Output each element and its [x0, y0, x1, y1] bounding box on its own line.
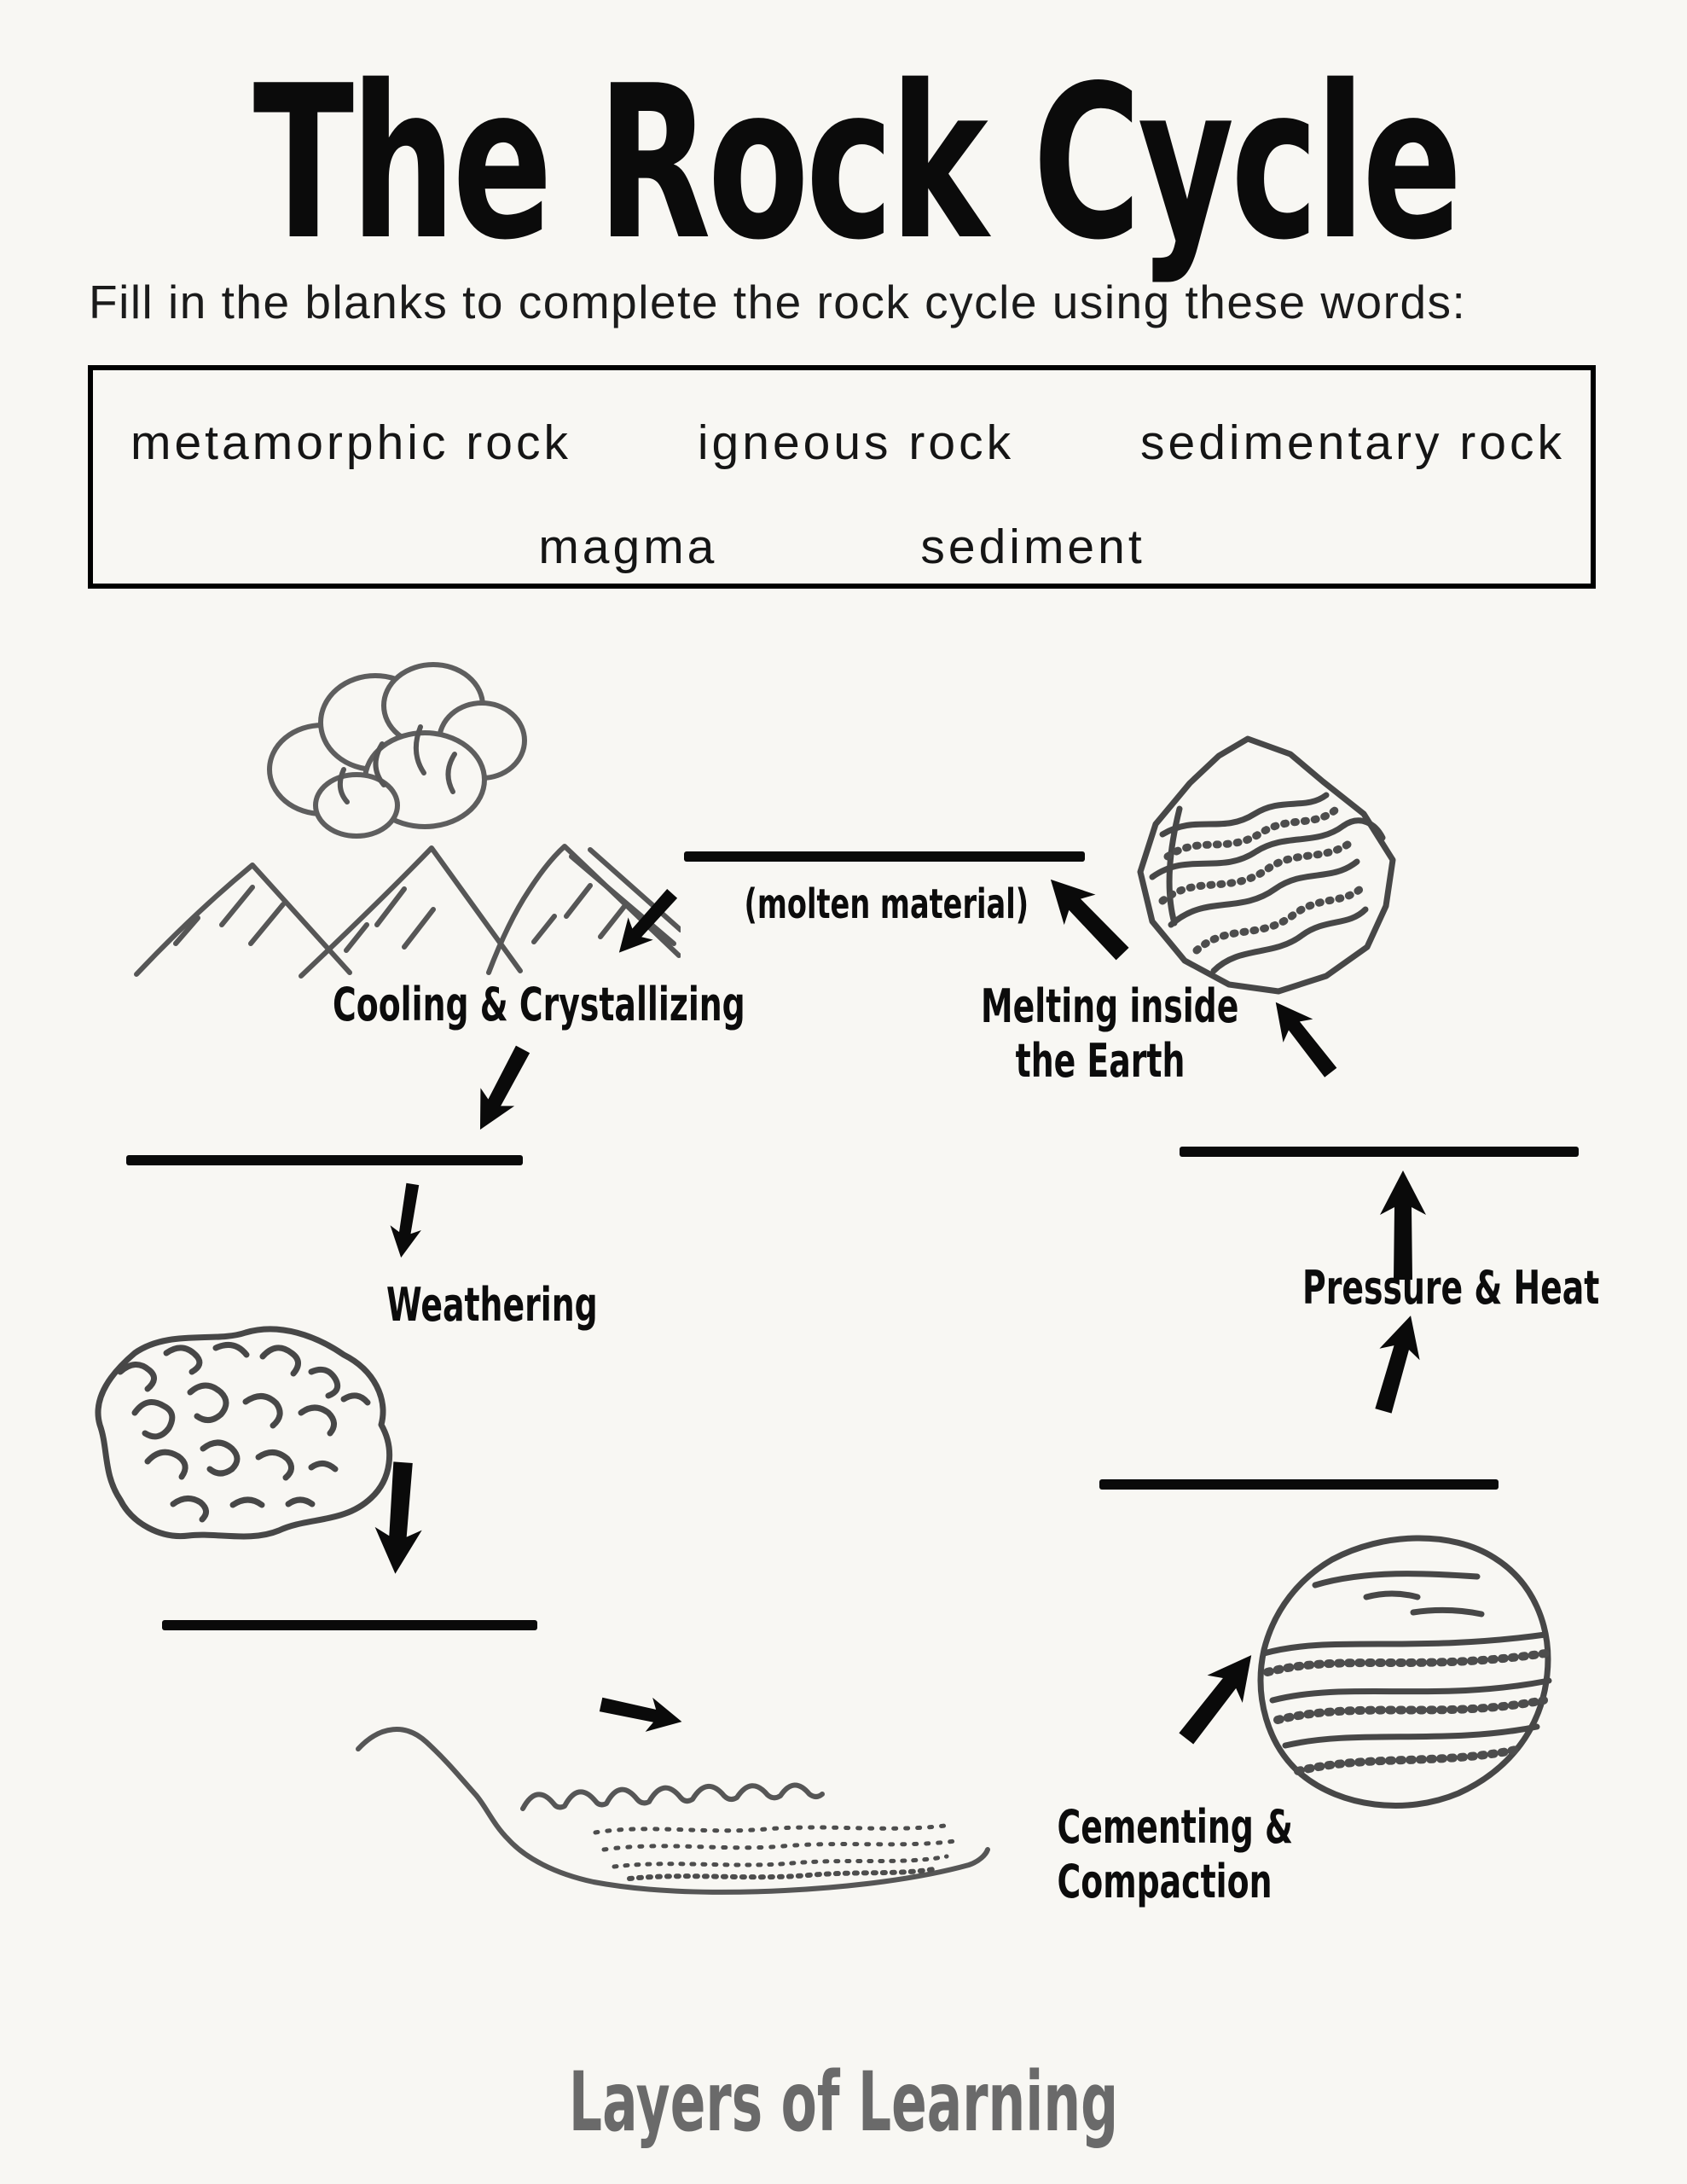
arrow-metamorphic-rock-to-magma-blank-icon — [1050, 879, 1129, 961]
word-bank-box: metamorphic rock igneous rock sedimentar… — [88, 365, 1596, 589]
arrow-metamorphic-blank-to-rock-icon — [1275, 1002, 1337, 1077]
melting-label-line2: the Earth — [1015, 1033, 1186, 1088]
word-sedimentary-rock: sedimentary rock — [1140, 415, 1565, 470]
igneous-rock-sketch — [95, 1326, 393, 1540]
blank-metamorphic-rock[interactable] — [1180, 1147, 1579, 1157]
blank-igneous-rock[interactable] — [126, 1155, 523, 1165]
word-igneous-rock: igneous rock — [697, 415, 1015, 470]
melting-label-line1: Melting inside — [981, 979, 1239, 1033]
volcano-mountains-sketch — [134, 662, 681, 979]
blank-magma[interactable] — [684, 851, 1085, 862]
word-metamorphic-rock: metamorphic rock — [130, 415, 571, 470]
arrow-igneous-rock-to-sediment-blank-icon — [374, 1461, 422, 1574]
arrow-pressure-to-metamorphic-blank-icon — [1380, 1170, 1426, 1280]
metamorphic-rock-sketch — [1137, 735, 1396, 995]
instructions-text: Fill in the blanks to complete the rock … — [89, 276, 1467, 328]
sedimentary-rock-sketch — [1257, 1535, 1552, 1809]
cooling-crystallizing-label: Cooling & Crystallizing — [333, 978, 745, 1031]
page-title: The Rock Cycle — [252, 41, 1463, 287]
arrow-basin-to-sedimentary-rock-icon — [1179, 1655, 1252, 1745]
magma-hint-label: (molten material) — [744, 880, 1029, 928]
water-sediment-basin-sketch — [356, 1727, 990, 1895]
arrow-sediment-blank-to-basin-icon — [599, 1697, 682, 1732]
arrow-igneous-blank-to-weathering-icon — [390, 1182, 421, 1258]
arrow-sedimentary-blank-to-pressure-icon — [1375, 1316, 1420, 1414]
word-bank-row-1: metamorphic rock igneous rock sedimentar… — [93, 370, 1591, 471]
cementing-compaction-label: Cementing & Compaction — [1058, 1800, 1293, 1908]
cementing-label-line1: Cementing & — [1057, 1800, 1293, 1854]
credit-text: Layers of Learning — [568, 2054, 1119, 2150]
arrow-volcano-to-cooling-icon — [618, 889, 678, 953]
word-magma: magma — [538, 520, 718, 574]
arrow-cooling-to-igneous-blank-icon — [479, 1045, 530, 1130]
cementing-label-line2: Compaction — [1057, 1854, 1272, 1908]
pressure-heat-label: Pressure & Heat — [1302, 1261, 1600, 1315]
blank-sediment[interactable] — [162, 1620, 537, 1630]
word-sediment: sediment — [920, 520, 1145, 574]
word-bank-row-2: magma sediment — [93, 471, 1591, 575]
melting-inside-earth-label: Melting inside the Earth — [981, 979, 1238, 1088]
weathering-label: Weathering — [386, 1278, 598, 1332]
blank-sedimentary-rock[interactable] — [1099, 1479, 1499, 1490]
